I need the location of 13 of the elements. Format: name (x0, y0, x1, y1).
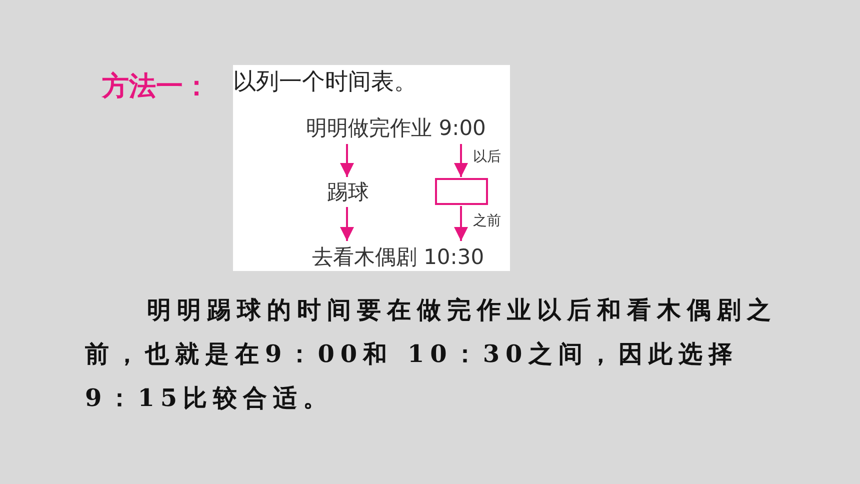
arrow (454, 144, 468, 177)
timeline-text: 去看木偶剧 10:30 (290, 242, 506, 272)
arrow (454, 206, 468, 241)
timeline-text: 踢球 (322, 178, 374, 206)
timeline-text: 明明做完作业 9:00 (290, 113, 502, 143)
arrow (340, 207, 354, 241)
intro-text: 以列一个时间表。 (233, 68, 417, 97)
method-heading: 方法一： (102, 70, 210, 104)
edge-label: 以后 (473, 148, 501, 166)
edge-label: 之前 (473, 212, 501, 230)
explanation-paragraph: 明明踢球的时间要在做完作业以后和看木偶剧之前，也就是在9：00和 10：30之间，因此选择 9：15比较合适。 (85, 294, 778, 414)
blank-box (435, 178, 488, 205)
arrow (340, 144, 354, 177)
